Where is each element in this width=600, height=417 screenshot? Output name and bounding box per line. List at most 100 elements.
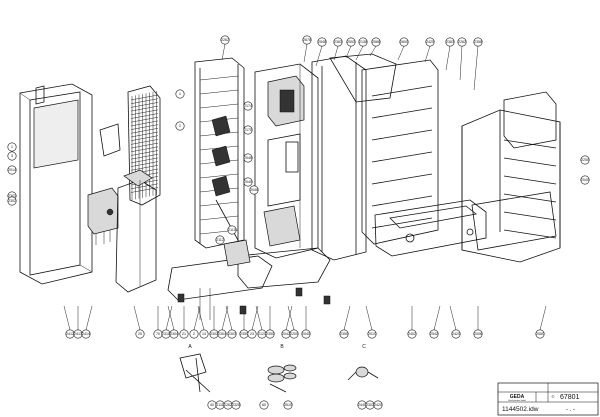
callout-number: 2413 [74, 332, 82, 336]
callout-number: 2111 [216, 403, 223, 407]
callout-detail_b-1: 2510 [283, 400, 293, 410]
callout-number: 2110 [228, 228, 236, 232]
callout-top-7: 2600 [397, 37, 409, 61]
callout-number: 2040 [581, 178, 589, 182]
callout-bottom-3: 20 [133, 305, 145, 339]
callout-top-10: 2262 [457, 37, 467, 81]
file-name: 1144502.idw [502, 406, 539, 413]
callout-bottom-0: 2412 [63, 305, 75, 339]
mast-section [194, 57, 251, 263]
detail-b-label: B [280, 344, 284, 350]
callout-bottom-10: 2302 [209, 306, 219, 339]
callout-detail_c-0: 2440 [357, 400, 367, 410]
callout-mid-2: 2046 [243, 153, 253, 163]
callout-top-5: 2138 [355, 37, 368, 61]
callout-number: 2040 [244, 180, 252, 184]
callout-bottom-16: 2350 [265, 306, 275, 339]
callout-bottom-7: 21 [179, 306, 189, 339]
callout-left-1: 3 [7, 151, 17, 161]
callout-bottom-22: 2402 [407, 306, 417, 339]
callout-number: 2412 [66, 332, 74, 336]
callout-top-2: 2548 [315, 37, 327, 67]
callout-number: 2363 [334, 40, 342, 44]
callout-number: 70 [156, 332, 160, 336]
callout-bottom-23: 2542 [429, 305, 441, 339]
callout-bottom-18: 2200 [287, 305, 299, 339]
detail-c-label: C [362, 344, 366, 350]
callout-top-8: 2420 [424, 37, 435, 63]
callout-right-1: 2040 [580, 175, 590, 185]
callout-number: 2420 [452, 332, 460, 336]
callout-bottom-17: 2042 [281, 305, 293, 339]
company-logo-text: GEDA [510, 394, 525, 400]
callout-number: 2138 [359, 40, 367, 44]
callout-top-9: 2383 [445, 37, 455, 71]
callout-bottom-26: 2550 [535, 305, 547, 339]
revision-mark: - . - [566, 407, 575, 413]
callout-number: 23 [250, 332, 254, 336]
callout-number: 2046 [244, 156, 252, 160]
callout-number: 2304 [170, 332, 178, 336]
callout-number: 2304 [218, 332, 226, 336]
detail-view-c: C [347, 344, 379, 381]
callout-mid-3: 2040 [243, 177, 253, 187]
callout-bottom-21: 2010 [365, 305, 377, 339]
callout-number: 2302 [366, 403, 374, 407]
callout-bottom-13: 2350 [239, 306, 249, 339]
callout-mid-6: 2112 [215, 235, 225, 245]
detail-view-a: A [179, 344, 211, 393]
callout-left-4: 2302 [7, 196, 17, 206]
base-frame [167, 239, 331, 320]
callout-detail_c-2: 2420 [373, 400, 383, 410]
callout-bottom-20: 2350 [339, 305, 351, 339]
callout-mid-5: 2110 [227, 225, 237, 235]
callout-number: 2548 [318, 40, 326, 44]
callout-top-3: 2363 [333, 37, 343, 61]
callout-left-0: 1 [7, 142, 17, 152]
callout-number: 2542 [430, 332, 438, 336]
callout-number: 2262 [224, 403, 232, 407]
callout-right-0: 2250 [580, 155, 590, 165]
callout-number: 2014 [8, 168, 16, 172]
callout-left-2: 2014 [7, 165, 17, 175]
callout-left-6: 2 [175, 121, 185, 131]
callout-detail_a-0: 40 [207, 400, 217, 410]
callout-number: 2040 [302, 332, 310, 336]
callout-bottom-25: 2006 [473, 306, 483, 339]
callout-number: 2301 [8, 194, 16, 198]
callout-number: 2402 [408, 332, 416, 336]
railing-section [461, 91, 561, 263]
callout-detail_a-3: 2328 [231, 400, 241, 410]
mesh-panel [99, 85, 161, 206]
callout-detail_c-1: 2302 [365, 400, 375, 410]
company-subtitle: Maschinenbau GmbH [508, 400, 526, 402]
callout-number: 2318 [162, 332, 170, 336]
drive-unit [254, 63, 319, 259]
callout-detail_b-0: 60 [259, 400, 269, 410]
callout-top-1: 2678 [302, 35, 312, 63]
callout-number: 2510 [284, 403, 292, 407]
callout-detail_a-1: 2111 [215, 400, 225, 410]
callout-number: 2 [193, 332, 195, 336]
callout-bottom-4: 70 [153, 306, 163, 339]
callout-number: 2262 [221, 38, 229, 42]
detail-view-b: B [267, 344, 297, 393]
callout-number: 2553 [347, 40, 355, 44]
callout-number: 2440 [358, 403, 366, 407]
callout-left-5: 1 [175, 89, 185, 99]
callout-number: 2350 [240, 332, 248, 336]
callout-number: 2250 [581, 158, 589, 162]
callout-number: 2350 [266, 332, 274, 336]
callout-number: 13 [202, 332, 206, 336]
callout-number: 2358 [474, 40, 482, 44]
callout-bottom-5: 2318 [161, 305, 173, 339]
callout-number: 40 [210, 403, 214, 407]
callout-top-6: 2586 [369, 37, 381, 57]
callout-bottom-8: 2 [189, 305, 201, 339]
callout-number: 2550 [536, 332, 544, 336]
callout-number: 2112 [216, 238, 224, 242]
callout-mid-0: 2174 [243, 101, 253, 111]
callout-bottom-19: 2040 [301, 306, 311, 339]
callout-number: 2010 [368, 332, 376, 336]
